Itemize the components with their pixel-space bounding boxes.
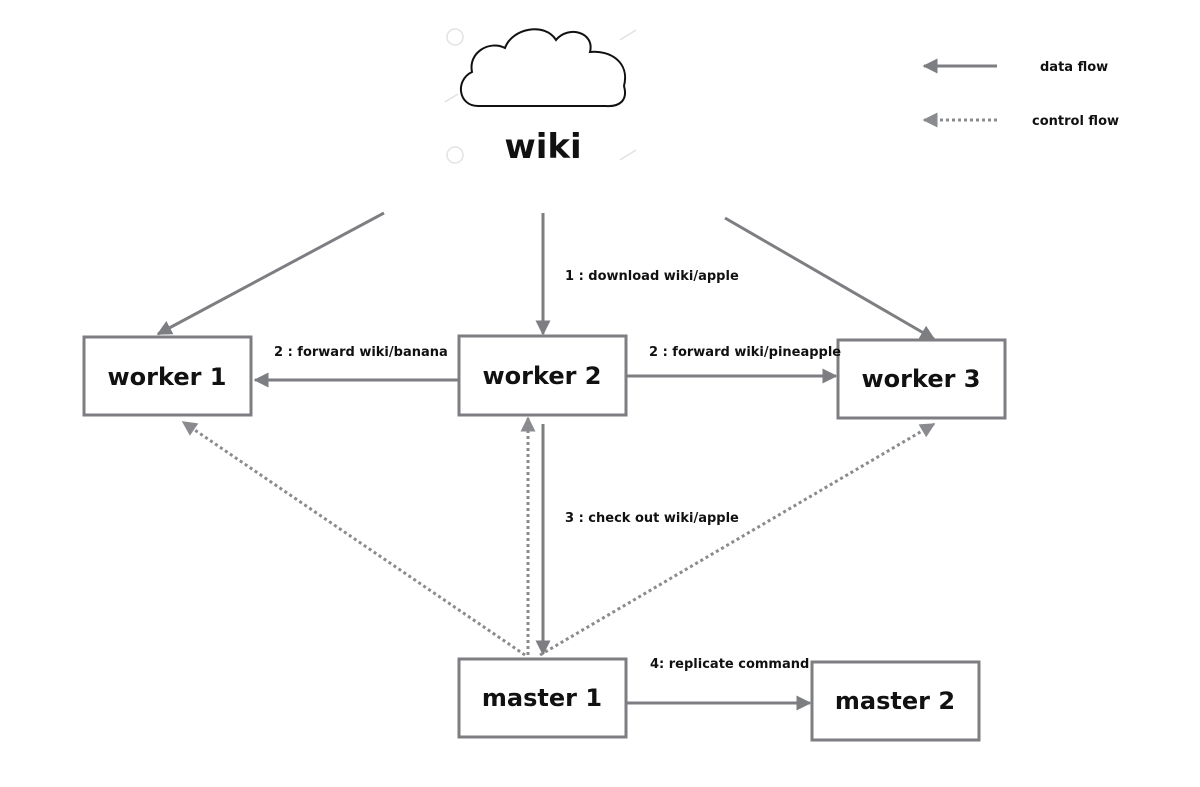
- worker-1-box: [82, 335, 253, 417]
- master-1-label: master 1: [482, 684, 602, 712]
- legend-data-flow-label: data flow: [1040, 60, 1108, 75]
- worker-1-label: worker 1: [108, 363, 227, 391]
- control-master1-to-worker3: [539, 422, 936, 657]
- worker-2-label: worker 2: [483, 362, 602, 390]
- label-check-out: 3 : check out wiki/apple: [565, 511, 739, 526]
- wiki-source: wiki: [459, 28, 627, 167]
- control-flow-edges: [181, 416, 936, 657]
- master-2-label: master 2: [835, 687, 955, 715]
- edge-wiki-to-worker3: [724, 216, 936, 341]
- edge-wiki-to-worker1: [156, 211, 385, 336]
- wiki-label: wiki: [504, 127, 581, 167]
- node-worker-1: worker 1: [82, 335, 253, 417]
- node-worker-3: worker 3: [836, 338, 1007, 420]
- node-worker-2: worker 2: [457, 334, 628, 417]
- worker-3-label: worker 3: [862, 365, 981, 393]
- legend-control-flow-label: control flow: [1032, 114, 1119, 129]
- master-1-box: [457, 657, 628, 739]
- label-forward-pineapple: 2 : forward wiki/pineapple: [649, 345, 841, 360]
- node-master-1: master 1: [457, 657, 628, 739]
- master-2-box: [810, 660, 981, 742]
- worker-3-box: [836, 338, 1007, 420]
- worker-2-box: [457, 334, 628, 417]
- node-master-2: master 2: [810, 660, 981, 742]
- label-download: 1 : download wiki/apple: [565, 269, 739, 284]
- legend: data flow control flow: [922, 58, 1119, 129]
- label-forward-banana: 2 : forward wiki/banana: [274, 345, 448, 360]
- control-master1-to-worker1: [181, 420, 526, 657]
- cloud-icon: [459, 28, 627, 108]
- data-flow-edges: [156, 211, 936, 711]
- label-replicate: 4: replicate command: [650, 657, 809, 672]
